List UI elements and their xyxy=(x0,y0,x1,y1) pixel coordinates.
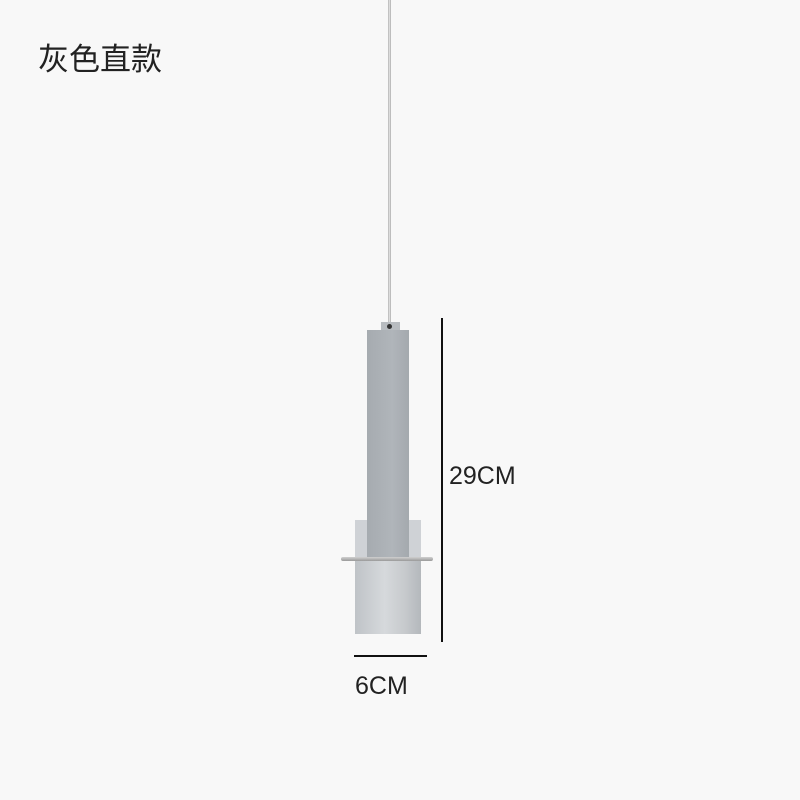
height-label: 29CM xyxy=(449,462,516,490)
product-variant-title: 灰色直款 xyxy=(38,42,162,78)
lamp-shade xyxy=(355,561,421,634)
width-dimension-line xyxy=(354,655,427,657)
lamp-body xyxy=(367,330,409,558)
lamp-cable xyxy=(388,0,391,322)
width-label: 6CM xyxy=(355,672,408,700)
lamp-crossbar xyxy=(341,557,433,561)
height-dimension-line xyxy=(441,318,443,642)
cap-screw xyxy=(387,324,392,329)
